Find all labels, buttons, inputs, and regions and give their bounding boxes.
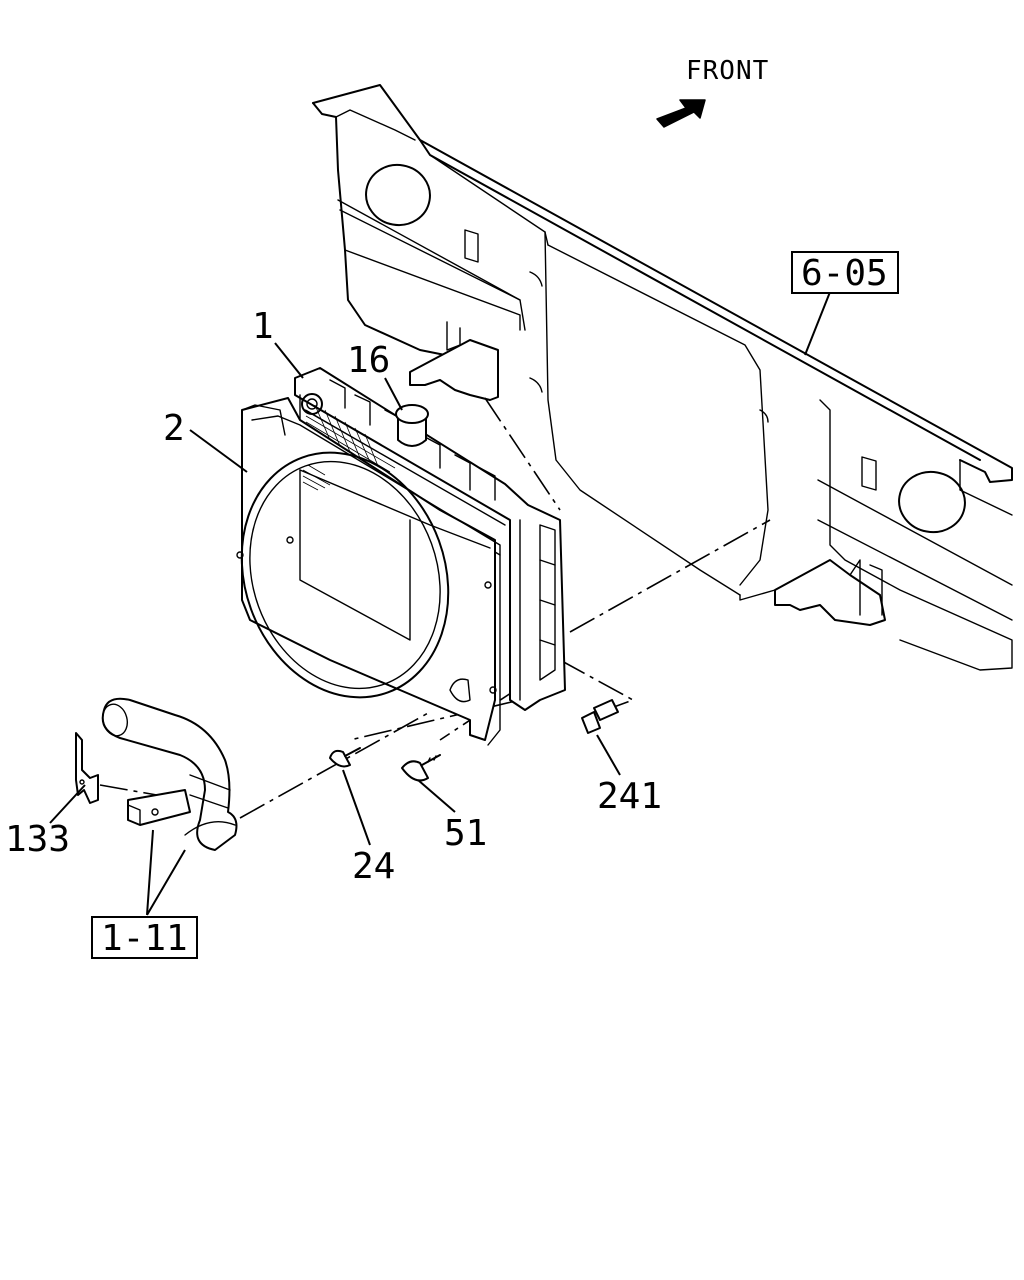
leader-line-6-05 [804, 291, 831, 356]
reference-label-1-11: 1-11 [101, 918, 188, 959]
leader-line-2 [189, 429, 248, 473]
leader-line-241 [596, 734, 621, 776]
cross-member-panel [312, 84, 1013, 671]
callout-part-16: 16 [347, 340, 390, 381]
alignment-line [349, 699, 521, 741]
reference-box-6-05 [791, 251, 899, 294]
callout-part-1: 1 [252, 306, 274, 347]
callout-part-24: 24 [352, 846, 395, 887]
leader-line-1 [274, 342, 304, 379]
radiator-core [294, 367, 566, 711]
screw-24 [329, 747, 361, 768]
leader-line-1-11 [146, 829, 186, 916]
leader-line-133 [49, 784, 86, 824]
bolt-241 [581, 699, 619, 734]
alignment-line [569, 519, 771, 633]
radiator-cap [395, 404, 429, 447]
leader-line-16 [384, 377, 403, 411]
bolt-51 [401, 754, 441, 782]
reference-box-1-11 [91, 916, 198, 959]
callout-part-241: 241 [597, 776, 662, 817]
leader-line-51 [417, 779, 456, 813]
callout-part-133: 133 [5, 819, 70, 860]
hose-bracket [127, 789, 191, 826]
front-label: FRONT [686, 56, 769, 86]
lower-radiator-hose [101, 697, 238, 851]
callout-part-2: 2 [163, 408, 185, 449]
alignment-line [559, 659, 635, 713]
clip-bracket [75, 732, 99, 804]
alignment-line [239, 711, 431, 819]
alignment-line [484, 397, 561, 511]
leader-line-24 [342, 769, 371, 846]
reference-label-6-05: 6-05 [801, 253, 888, 294]
fan-shroud [236, 397, 501, 746]
callout-part-51: 51 [444, 813, 487, 854]
front-arrow-icon [656, 99, 706, 128]
